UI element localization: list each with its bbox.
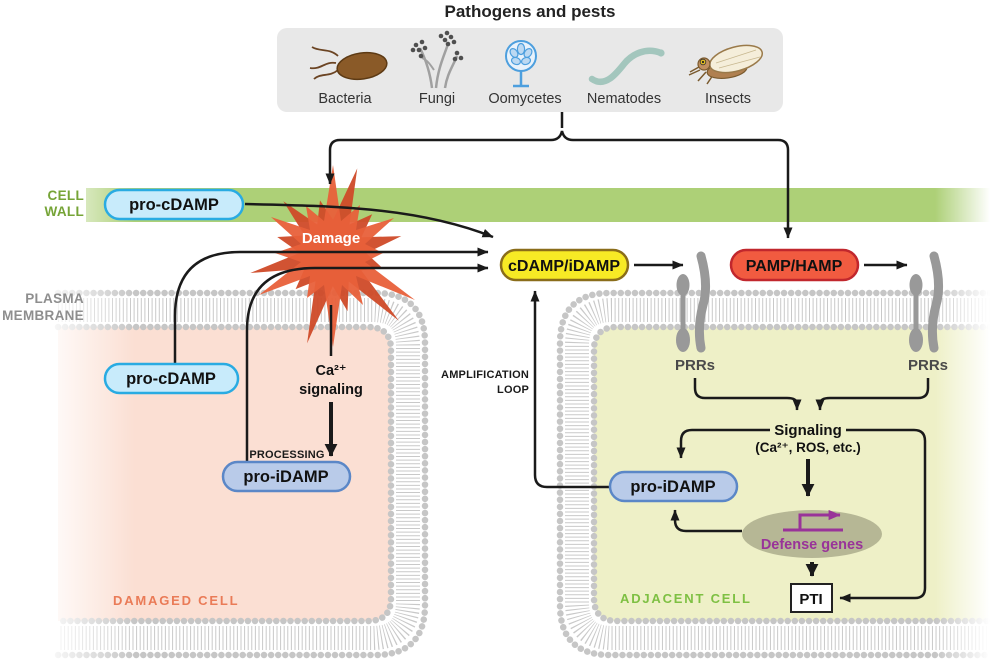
processing-label: PROCESSING xyxy=(249,449,324,461)
pro-idamp-adjacent-label: pro-iDAMP xyxy=(630,478,715,496)
procdamp-wall-arrow xyxy=(244,202,494,239)
nematodes-icon xyxy=(588,47,665,86)
pathogen-split-arrow xyxy=(325,130,793,239)
defense-genes-node: Defense genes xyxy=(742,509,882,558)
prrs-right-label: PRRs xyxy=(908,357,948,374)
signaling-label: Signaling xyxy=(774,422,842,439)
damaged-cell-membrane xyxy=(54,289,429,659)
procdamp-cell-arrow xyxy=(173,247,489,364)
left-edge-fade xyxy=(40,180,135,663)
pamp-hamp-pill: PAMP/HAMP xyxy=(729,248,860,282)
proidamp-cell-arrow xyxy=(245,263,489,462)
adjacent-cell-body xyxy=(594,327,990,621)
amplification-loop-label-line2: LOOP xyxy=(497,384,529,396)
nematodes-label: Nematodes xyxy=(587,91,661,107)
oomycetes-label: Oomycetes xyxy=(488,91,561,107)
adjacent-cell-membrane xyxy=(556,289,990,659)
prr-left-to-signaling-arrow xyxy=(693,378,802,411)
right-edge-fade xyxy=(935,180,990,663)
svg-text:MEMBRANE: MEMBRANE xyxy=(2,308,84,323)
connectors xyxy=(173,112,930,603)
ca-signaling-label-line1: Ca²⁺ xyxy=(315,363,346,379)
svg-text:WALL: WALL xyxy=(45,204,84,219)
pathogens-box: Bacteria Fungi Oomycetes Nematodes Insec… xyxy=(277,28,783,112)
pro-cdamp-wall-pill: pro-cDAMP xyxy=(103,188,245,221)
signaling-to-pti-arrow xyxy=(839,428,927,603)
defense-to-proidamp-arrow xyxy=(670,509,742,533)
pro-idamp-adjacent-pill: pro-iDAMP xyxy=(608,470,739,503)
cdamp-idamp-pill: cDAMP/iDAMP xyxy=(499,248,630,282)
amplification-loop-label-line1: AMPLIFICATION xyxy=(441,369,529,381)
signaling-to-proidamp-arrow xyxy=(676,428,770,459)
bacteria-icon xyxy=(309,46,388,81)
plasma-membrane-label: PLASMA MEMBRANE xyxy=(2,291,84,323)
cell-wall-label: CELL WALL xyxy=(45,188,84,219)
amplification-loop-arrow xyxy=(530,290,610,489)
adjacent-cell-label: ADJACENT CELL xyxy=(620,591,752,606)
signaling-detail-label: (Ca²⁺, ROS, etc.) xyxy=(755,440,860,455)
bacteria-label: Bacteria xyxy=(318,91,372,107)
fungi-label: Fungi xyxy=(419,91,455,107)
prr-right-to-signaling-arrow xyxy=(815,378,930,411)
insects-label: Insects xyxy=(705,91,751,107)
cdamp-idamp-label: cDAMP/iDAMP xyxy=(508,258,620,275)
defense-genes-label: Defense genes xyxy=(761,537,863,553)
damage-label: Damage xyxy=(302,230,360,247)
svg-text:PLASMA: PLASMA xyxy=(25,291,84,306)
pro-cdamp-wall-label: pro-cDAMP xyxy=(129,196,219,214)
ca-signaling-label-line2: signaling xyxy=(299,382,363,398)
pro-cdamp-cell-pill: pro-cDAMP xyxy=(103,362,240,395)
insects-icon xyxy=(688,44,764,85)
prrs-left-label: PRRs xyxy=(675,357,715,374)
pti-node: PTI xyxy=(790,583,833,613)
pro-idamp-damaged-pill: pro-iDAMP xyxy=(221,460,352,493)
damaged-cell-label: DAMAGED CELL xyxy=(113,593,239,608)
pti-label: PTI xyxy=(799,591,822,608)
pro-cdamp-cell-label: pro-cDAMP xyxy=(126,370,216,388)
svg-text:CELL: CELL xyxy=(48,188,84,203)
gene-promoter-arrow-icon xyxy=(798,509,841,530)
fungi-icon xyxy=(410,30,464,89)
pro-idamp-damaged-label: pro-iDAMP xyxy=(243,468,328,486)
diagram-title: Pathogens and pests xyxy=(445,2,616,21)
pamp-hamp-label: PAMP/HAMP xyxy=(746,258,843,275)
oomycetes-icon xyxy=(505,40,537,88)
